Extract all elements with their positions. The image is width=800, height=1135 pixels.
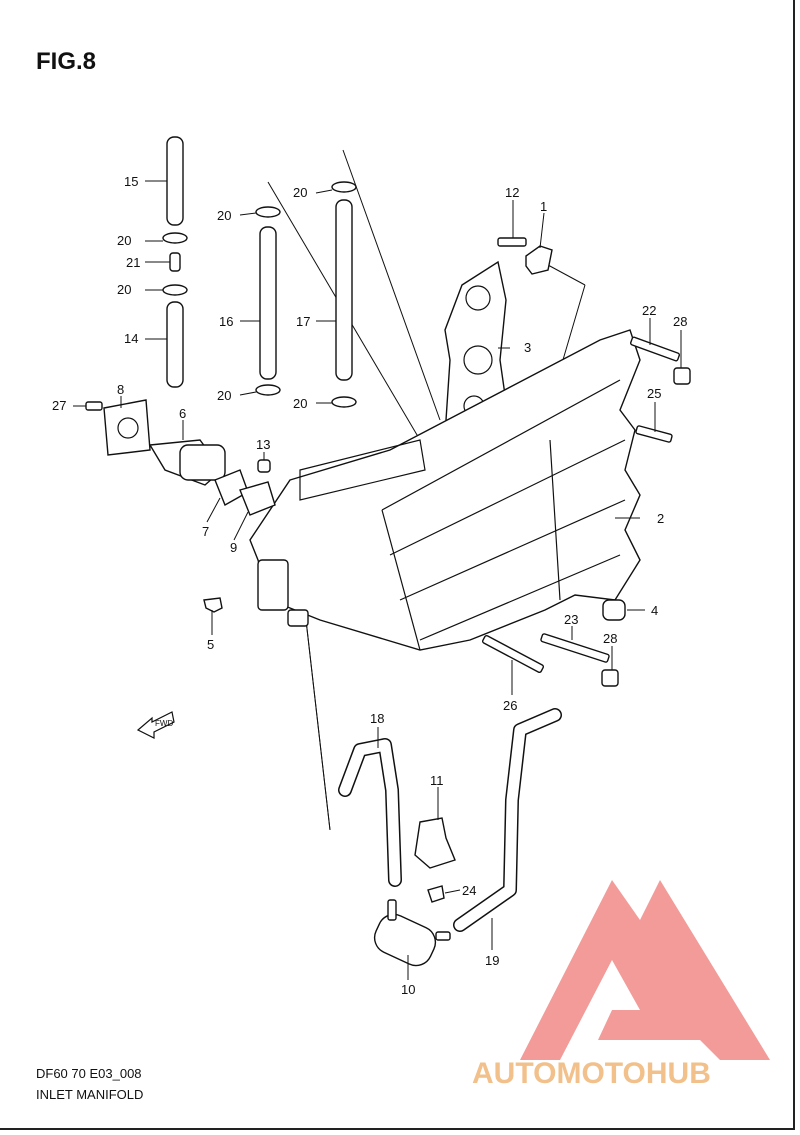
hose-16	[259, 226, 277, 380]
screw-24	[427, 885, 445, 903]
callout-2: 2	[657, 511, 664, 526]
callout-labels: 1 2 3 4 5 6 7 8 9 10 11 12 13 14 15 16 1…	[52, 174, 687, 997]
callout-9: 9	[230, 540, 237, 555]
callout-21: 21	[126, 255, 140, 270]
spacer-4	[602, 599, 626, 621]
bolt-22	[630, 336, 680, 362]
callout-20-a: 20	[293, 185, 307, 200]
callout-26: 26	[503, 698, 517, 713]
svg-text:AUTOMOTOHUB: AUTOMOTOHUB	[472, 1057, 711, 1090]
callout-23: 23	[564, 612, 578, 627]
callout-3: 3	[524, 340, 531, 355]
callout-4: 4	[651, 603, 658, 618]
callout-20-e: 20	[217, 388, 231, 403]
callout-17: 17	[296, 314, 310, 329]
pin-13	[257, 459, 271, 473]
callout-24: 24	[462, 883, 476, 898]
hose-17	[335, 199, 353, 381]
hose-14	[166, 301, 184, 388]
bolt-23	[540, 633, 610, 663]
callout-28-b: 28	[603, 631, 617, 646]
callout-8: 8	[117, 382, 124, 397]
callout-20-b: 20	[217, 208, 231, 223]
callout-10: 10	[401, 982, 415, 997]
brand-text: AUTOMOTOHUB	[472, 1057, 711, 1090]
callout-16: 16	[219, 314, 233, 329]
callout-7: 7	[202, 524, 209, 539]
gasket-9	[239, 481, 276, 516]
callout-12: 12	[505, 185, 519, 200]
callout-14: 14	[124, 331, 138, 346]
callout-13: 13	[256, 437, 270, 452]
callout-6: 6	[179, 406, 186, 421]
fwd-label: FWD	[155, 719, 173, 728]
callout-18: 18	[370, 711, 384, 726]
hose-15	[166, 136, 184, 226]
plate-8	[103, 399, 151, 456]
figure-title: FIG.8	[36, 48, 97, 75]
figure-caption: INLET MANIFOLD	[36, 1087, 144, 1102]
bolt-26	[481, 634, 545, 674]
nut-28-bottom	[601, 669, 619, 687]
screw-5	[203, 597, 223, 613]
callout-15: 15	[124, 174, 138, 189]
callout-22: 22	[642, 303, 656, 318]
callout-25: 25	[647, 386, 661, 401]
nut-28-top	[673, 367, 691, 385]
figure-code: DF60 70 E03_008	[36, 1066, 142, 1081]
callout-19: 19	[485, 953, 499, 968]
callout-1: 1	[540, 199, 547, 214]
manifold-2	[249, 329, 641, 651]
valve-6	[148, 439, 226, 486]
callout-20-f: 20	[293, 396, 307, 411]
bolt-25	[635, 425, 673, 443]
clip-11	[414, 817, 456, 869]
fwd-arrow-icon: FWD	[136, 711, 175, 739]
bolt-12	[497, 237, 527, 247]
callout-28-a: 28	[673, 314, 687, 329]
bracket-1	[525, 245, 553, 275]
callout-27: 27	[52, 398, 66, 413]
bolt-27	[85, 401, 103, 411]
automotohub-wordmark: AUTOMOTOHUB	[472, 1057, 711, 1090]
callout-11: 11	[430, 773, 444, 788]
callout-20-c: 20	[117, 233, 131, 248]
filter-10	[373, 899, 451, 967]
callout-5: 5	[207, 637, 214, 652]
callout-leaders	[73, 180, 682, 980]
automotohub-logo	[520, 880, 770, 1060]
hose-18	[338, 738, 402, 887]
hose-19	[453, 708, 562, 932]
clamp-parts	[162, 181, 357, 408]
callout-20-d: 20	[117, 282, 131, 297]
